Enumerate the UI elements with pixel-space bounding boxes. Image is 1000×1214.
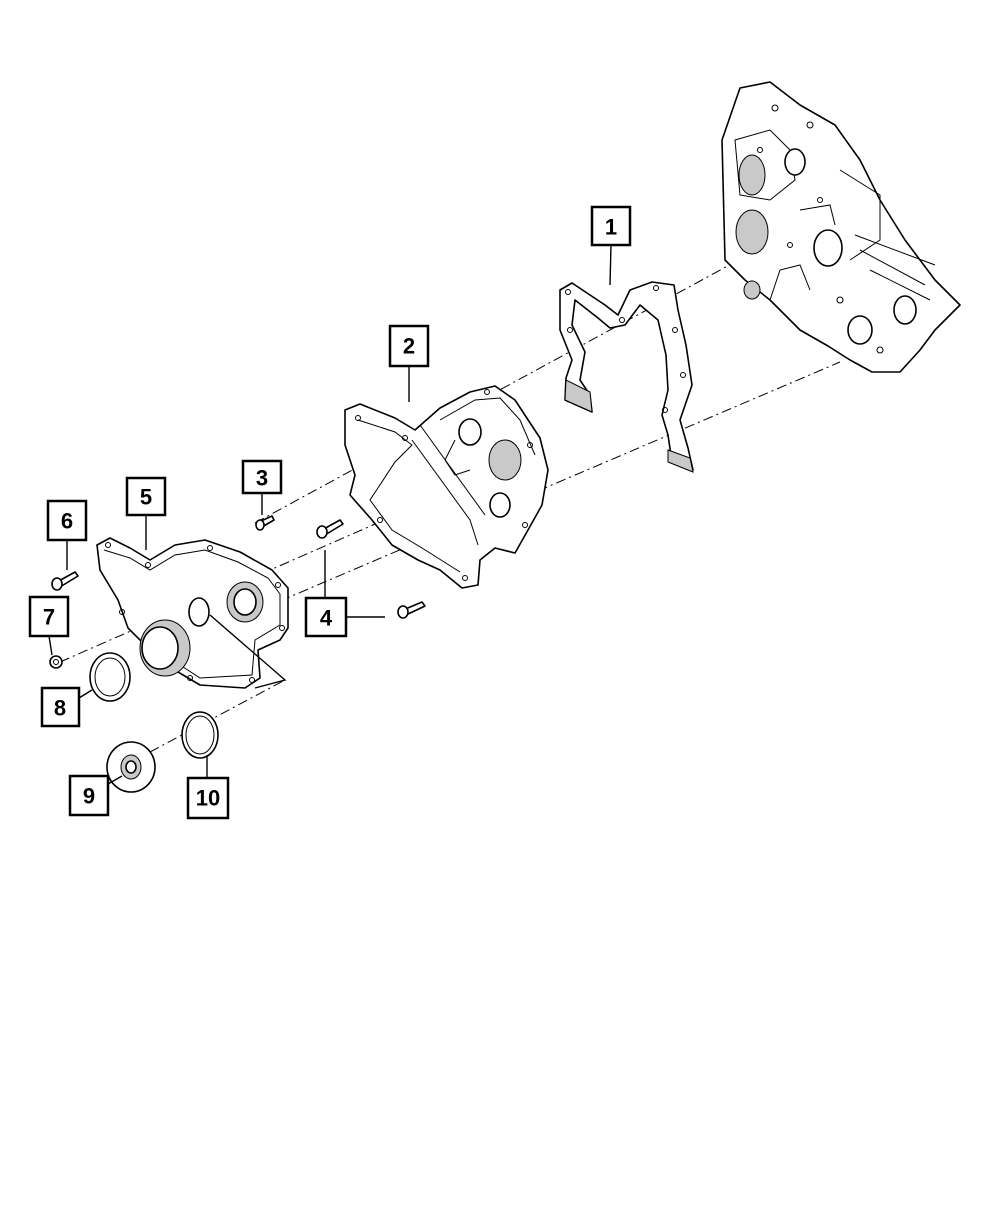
callout-3: 3 bbox=[241, 459, 283, 495]
svg-text:6: 6 bbox=[61, 509, 73, 534]
seal-part-8 bbox=[89, 652, 131, 702]
callout-10: 10 bbox=[186, 776, 230, 820]
svg-text:5: 5 bbox=[140, 485, 152, 510]
callout-5: 5 bbox=[125, 476, 167, 517]
callout-6: 6 bbox=[46, 499, 88, 542]
bolt-part-4-lower bbox=[397, 601, 426, 619]
cover-housing-part-2 bbox=[344, 385, 549, 589]
gear-cover-part-5 bbox=[96, 537, 289, 689]
bolt-part-6 bbox=[51, 571, 79, 591]
slinger-part-9 bbox=[106, 741, 156, 793]
callout-7: 7 bbox=[28, 595, 70, 638]
callout-2: 2 bbox=[388, 324, 430, 368]
svg-text:1: 1 bbox=[605, 215, 617, 240]
bolt-part-3 bbox=[255, 515, 275, 531]
callout-9: 9 bbox=[68, 774, 110, 817]
engine-block bbox=[721, 81, 961, 373]
svg-text:3: 3 bbox=[256, 466, 268, 491]
svg-text:10: 10 bbox=[196, 786, 220, 811]
callout-4: 4 bbox=[304, 596, 348, 638]
oring-part-10 bbox=[181, 711, 219, 759]
svg-text:4: 4 bbox=[320, 606, 333, 631]
gasket-part-1 bbox=[559, 281, 694, 473]
leader-lines bbox=[48, 244, 612, 785]
nut-part-7 bbox=[49, 655, 63, 669]
callout-8: 8 bbox=[40, 686, 81, 728]
svg-text:8: 8 bbox=[54, 696, 66, 721]
svg-text:7: 7 bbox=[43, 605, 55, 630]
bolt-part-4-upper bbox=[316, 519, 344, 539]
callout-1: 1 bbox=[590, 205, 632, 247]
svg-text:2: 2 bbox=[403, 334, 415, 359]
svg-text:9: 9 bbox=[83, 784, 95, 809]
